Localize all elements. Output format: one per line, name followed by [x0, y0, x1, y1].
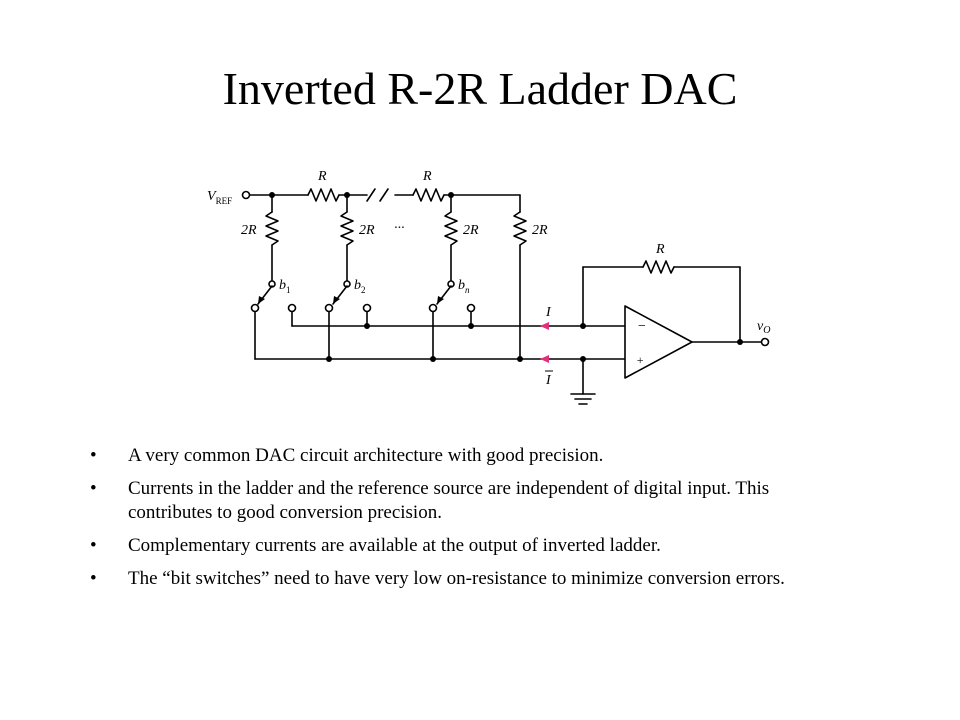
inverting-input-sign: −: [637, 319, 646, 334]
ellipsis: ···: [394, 221, 405, 236]
output-label: vO: [757, 319, 770, 336]
junction-dot: [737, 339, 743, 345]
series-resistor-label: R: [317, 169, 327, 184]
termination-resistor-label: 2R: [532, 223, 548, 238]
shunt-resistor-n: [444, 211, 458, 246]
bullet-item: Currents in the ladder and the reference…: [90, 477, 850, 525]
output-terminal: [760, 337, 770, 347]
feedback-resistor: [642, 260, 675, 274]
series-resistor-2: [412, 188, 445, 202]
r2r-ladder-circuit-diagram: VREF R R 2R 2R ··· 2R 2R b1 b2 bn I I R …: [207, 169, 770, 405]
junction-dot: [269, 192, 275, 198]
shunt-resistor-label: 2R: [463, 223, 479, 238]
bit-label-1: b1: [279, 278, 291, 295]
vref-terminal: [241, 190, 251, 200]
bit-label-2: b2: [354, 278, 366, 295]
series-resistor-label: R: [422, 169, 432, 184]
shunt-resistor-2: [340, 211, 354, 246]
junction-dot: [468, 323, 474, 329]
junction-dot: [430, 356, 436, 362]
junction-dot: [364, 323, 370, 329]
shunt-resistor-label: 2R: [359, 223, 375, 238]
complement-current-arrow: [540, 355, 549, 363]
junction-dot: [580, 356, 586, 362]
bit-label-n: bn: [458, 278, 470, 295]
junction-dot: [326, 356, 332, 362]
termination-resistor: [513, 211, 527, 246]
junction-dot: [580, 323, 586, 329]
vref-label: VREF: [207, 189, 232, 206]
noninverting-input-sign: +: [636, 353, 644, 367]
series-resistor-1: [307, 188, 340, 202]
slide-title: Inverted R-2R Ladder DAC: [222, 63, 738, 114]
junction-dot: [517, 356, 523, 362]
feedback-resistor-label: R: [655, 242, 665, 257]
junction-dot: [448, 192, 454, 198]
bullet-list: A very common DAC circuit architecture w…: [90, 444, 850, 600]
current-label: I: [545, 305, 552, 320]
op-amp: [624, 305, 693, 379]
shunt-resistor-1: [265, 211, 279, 246]
junction-dot: [344, 192, 350, 198]
shunt-resistor-label: 2R: [241, 223, 257, 238]
bullet-item: Complementary currents are available at …: [90, 534, 850, 558]
bullet-item: A very common DAC circuit architecture w…: [90, 444, 850, 468]
bullet-item: The “bit switches” need to have very low…: [90, 567, 850, 591]
current-arrow: [540, 322, 549, 330]
complement-current-label: I: [545, 373, 552, 388]
